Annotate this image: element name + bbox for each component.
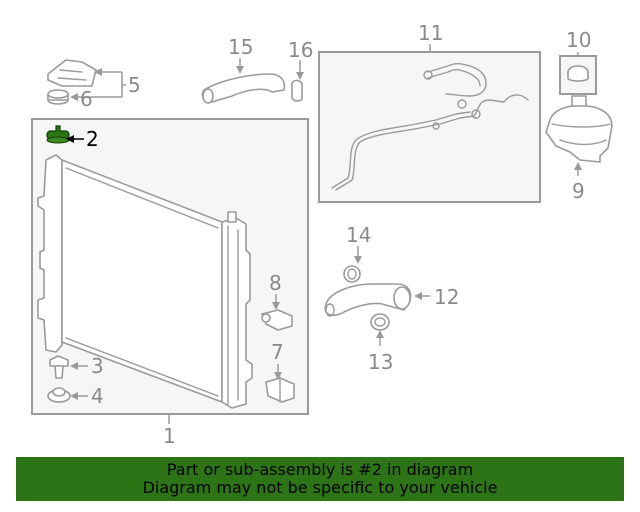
leader-8	[272, 294, 280, 310]
air-baffle-part-5[interactable]	[47, 59, 97, 87]
leader-6	[70, 93, 78, 101]
callout-13: 13	[368, 350, 393, 374]
radiator-part[interactable]	[37, 154, 253, 409]
lower-insulator-part-3[interactable]	[49, 355, 69, 379]
callout-11: 11	[418, 21, 443, 45]
radiator-hose-part-15[interactable]	[201, 73, 286, 104]
clamp-part-13[interactable]	[370, 313, 390, 331]
leader-2	[66, 135, 84, 143]
leader-13	[376, 330, 384, 346]
banner-line-part-number: Part or sub-assembly is #2 in diagram	[166, 460, 474, 479]
leader-14	[354, 246, 362, 264]
callout-7: 7	[271, 340, 284, 364]
parts-diagram: 1 2 3 4 5 6 7 8 9 10 11 12 13 14 15 16	[31, 21, 613, 448]
callout-1: 1	[163, 424, 176, 448]
callout-12: 12	[434, 285, 459, 309]
leader-12	[414, 292, 430, 300]
upper-insulator-part-2[interactable]	[46, 125, 70, 144]
callout-3: 3	[91, 354, 104, 378]
clamp-part-14[interactable]	[343, 265, 361, 283]
bypass-hose-part-11[interactable]	[331, 63, 529, 191]
sensor-part-8[interactable]	[261, 309, 293, 331]
leader-5	[74, 68, 126, 98]
callout-15: 15	[228, 35, 253, 59]
banner-line-disclaimer: Diagram may not be specific to your vehi…	[142, 478, 498, 497]
leader-15	[236, 58, 244, 74]
callout-10: 10	[566, 28, 591, 52]
lower-hose-part-12[interactable]	[324, 283, 412, 317]
highlight-info-banner: Part or sub-assembly is #2 in diagram Di…	[16, 457, 624, 501]
leader-7	[274, 364, 282, 380]
leader-4	[70, 392, 88, 400]
callout-9: 9	[572, 179, 585, 203]
callout-8: 8	[269, 271, 282, 295]
bracket-part-7[interactable]	[265, 377, 295, 403]
callout-6: 6	[80, 87, 93, 111]
callout-16: 16	[288, 38, 313, 62]
clamp-part-16[interactable]	[290, 79, 303, 102]
coolant-reservoir-part-9[interactable]	[545, 95, 613, 163]
leader-9	[574, 162, 582, 176]
insulator-part-6[interactable]	[47, 89, 69, 105]
callout-14: 14	[346, 223, 371, 247]
callout-2: 2	[86, 127, 99, 151]
leader-3	[70, 362, 88, 370]
callout-4: 4	[91, 384, 104, 408]
leader-16	[296, 60, 304, 80]
callout-5: 5	[128, 73, 141, 97]
pressure-cap-part-10[interactable]	[567, 65, 589, 82]
